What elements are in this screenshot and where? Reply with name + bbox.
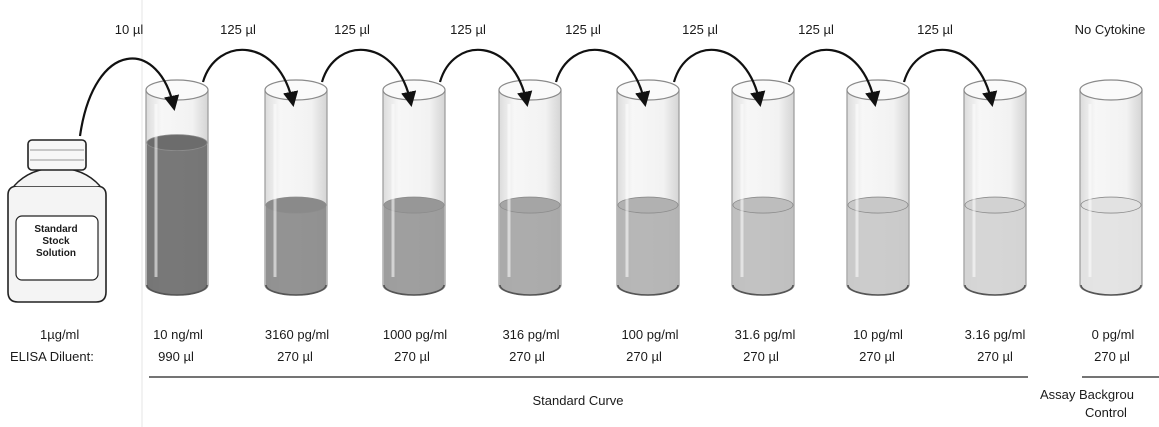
- transfer-arrow: [201, 48, 299, 108]
- no-cytokine-label: No Cytokine: [1074, 22, 1146, 37]
- tube-diluent-volume: 270 µl: [859, 349, 895, 364]
- tube-diluent-volume: 270 µl: [394, 349, 430, 364]
- tube-liquid-surface: [265, 196, 327, 214]
- tube-concentration: 316 pg/ml: [502, 327, 560, 342]
- transfer-volume: 125 µl: [565, 22, 601, 37]
- stock-concentration: 1µg/ml: [40, 327, 80, 342]
- tube-rim: [498, 79, 562, 101]
- stock-label-line: Stock: [42, 236, 70, 247]
- stock-label-line: Standard: [34, 224, 78, 235]
- tube: [498, 79, 562, 296]
- tube-liquid-surface: [617, 196, 679, 214]
- tube-liquid: [848, 205, 908, 295]
- transfer-arrow: [78, 57, 180, 137]
- tube-liquid: [147, 142, 207, 295]
- transfer-volume: 125 µl: [798, 22, 834, 37]
- tube-liquid: [1081, 205, 1141, 295]
- tube-rim: [731, 79, 795, 101]
- transfer-arrow: [902, 48, 998, 108]
- tube-liquid: [733, 205, 793, 295]
- tube-concentration: 1000 pg/ml: [382, 327, 448, 342]
- tube: [731, 79, 795, 296]
- tube-diluent-volume: 270 µl: [977, 349, 1013, 364]
- transfer-volume: 125 µl: [682, 22, 718, 37]
- tube-diluent-volume: 990 µl: [158, 349, 194, 364]
- transfer-arrow: [438, 48, 533, 108]
- tube-concentration: 10 pg/ml: [853, 327, 903, 342]
- tube-base: [847, 284, 909, 296]
- transfer-arrow: [320, 48, 417, 108]
- tube-liquid-surface: [1080, 196, 1142, 214]
- stock-label-line: Solution: [36, 248, 76, 259]
- transfer-volume: 125 µl: [450, 22, 486, 37]
- stock-bottle: [7, 139, 107, 303]
- tube: [264, 79, 328, 296]
- transfer-volume: 125 µl: [220, 22, 256, 37]
- tube-liquid: [618, 205, 678, 295]
- tube-diluent-volume: 270 µl: [509, 349, 545, 364]
- bottle-cap: [27, 139, 87, 171]
- tube-concentration: 3160 pg/ml: [264, 327, 330, 342]
- tube-rim: [1079, 79, 1143, 101]
- tube-diluent-volume: 270 µl: [277, 349, 313, 364]
- background-control-label-line: Assay Backgrou: [1040, 387, 1134, 402]
- tube: [1079, 79, 1143, 296]
- tube: [616, 79, 680, 296]
- tube-base: [617, 284, 679, 296]
- tube-liquid-surface: [146, 134, 208, 152]
- standard-curve-label: Standard Curve: [532, 393, 624, 408]
- diluent-label: ELISA Diluent:: [10, 349, 94, 364]
- transfer-volume: 125 µl: [334, 22, 370, 37]
- tube-base: [265, 284, 327, 296]
- transfer-arrow: [554, 48, 651, 108]
- background-control-label-line: Control: [1085, 405, 1127, 420]
- tube-concentration: 3.16 pg/ml: [964, 327, 1026, 342]
- tube-base: [383, 284, 445, 296]
- tube-concentration: 10 ng/ml: [153, 327, 203, 342]
- transfer-volume: 10 µl: [114, 22, 144, 37]
- tube-base: [1080, 284, 1142, 296]
- tube-rim: [145, 79, 209, 101]
- transfer-volume: 125 µl: [917, 22, 953, 37]
- arrows-layer: [78, 48, 998, 137]
- tube-liquid-surface: [847, 196, 909, 214]
- tube-liquid-surface: [732, 196, 794, 214]
- tube-base: [732, 284, 794, 296]
- transfer-arrow: [672, 48, 766, 108]
- tube: [382, 79, 446, 296]
- tube-rim: [963, 79, 1027, 101]
- tube: [846, 79, 910, 296]
- tube-rim: [846, 79, 910, 101]
- tube-liquid: [266, 205, 326, 295]
- tube-liquid-surface: [383, 196, 445, 214]
- tube-rim: [616, 79, 680, 101]
- bottle-label: [15, 215, 99, 281]
- tube-rim: [382, 79, 446, 101]
- tubes-layer: [145, 79, 1143, 296]
- tube-concentration: 100 pg/ml: [621, 327, 679, 342]
- tube-diluent-volume: 270 µl: [1094, 349, 1130, 364]
- tube-base: [964, 284, 1026, 296]
- tube-concentration: 31.6 pg/ml: [734, 327, 796, 342]
- transfer-arrow: [787, 48, 881, 108]
- tube-rim: [264, 79, 328, 101]
- tube-liquid-surface: [499, 196, 561, 214]
- tube-liquid-surface: [964, 196, 1026, 214]
- tube: [145, 79, 209, 296]
- tube-base: [146, 284, 208, 296]
- tube-liquid: [965, 205, 1025, 295]
- tube: [963, 79, 1027, 296]
- tube-diluent-volume: 270 µl: [626, 349, 662, 364]
- stock-label: Standard Stock Solution: [18, 224, 94, 260]
- tube-diluent-volume: 270 µl: [743, 349, 779, 364]
- tube-concentration: 0 pg/ml: [1091, 327, 1135, 342]
- tube-liquid: [384, 205, 444, 295]
- tube-base: [499, 284, 561, 296]
- tube-liquid: [500, 205, 560, 295]
